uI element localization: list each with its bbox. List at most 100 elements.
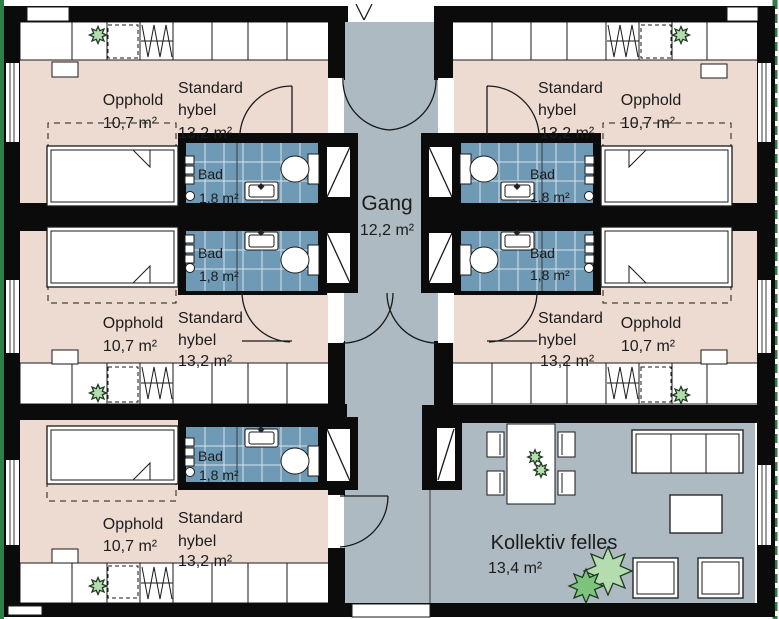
- room-area: 10,7 m²: [103, 538, 158, 555]
- door-opening: [438, 293, 454, 343]
- coffee-table: [669, 494, 723, 534]
- sink-icon: [244, 181, 279, 201]
- window: [6, 6, 771, 616]
- room-label-opphold: Opphold: [621, 315, 682, 332]
- appliance-box: [640, 366, 672, 403]
- room-label-gang: Gang: [361, 192, 412, 215]
- room-area: 13,2 m²: [540, 125, 595, 142]
- dining-chair: [557, 431, 576, 458]
- bathrooms: [184, 143, 595, 482]
- door-opening: [328, 78, 344, 133]
- room-area: 10,7 m²: [621, 338, 676, 355]
- room-labels: Opphold 10,7 m² Standard hybel 13,2 m² O…: [103, 80, 682, 577]
- room-area: 13,4 m²: [488, 560, 543, 577]
- door-swing: [342, 292, 394, 344]
- shelf: [51, 349, 79, 365]
- faucet-icon: [257, 183, 265, 190]
- room-area: 1,8 m²: [199, 190, 239, 206]
- shower-icon: [584, 234, 595, 273]
- plant-icon: [88, 576, 108, 596]
- shower-icon: [584, 155, 595, 201]
- blanket-fold: [131, 461, 151, 481]
- wardrobe-notches: [51, 61, 728, 564]
- armchair: [632, 557, 679, 599]
- room-area: 1,8 m²: [530, 189, 570, 205]
- dining-chair: [557, 470, 576, 496]
- room-label-hybel: hybel: [178, 102, 216, 119]
- room-label-hybel: Standard: [178, 310, 243, 327]
- door-swing: [241, 291, 292, 343]
- common-room: [429, 423, 744, 605]
- faucet-icon: [257, 229, 265, 236]
- shower-icon: [184, 155, 195, 201]
- room-label-hybel: hybel: [538, 102, 576, 119]
- dining-table: [506, 423, 556, 505]
- door-opening: [328, 293, 344, 343]
- bed: [46, 425, 179, 485]
- kitchen-counter: [19, 562, 331, 604]
- kitchen-counter: [19, 362, 331, 405]
- wall-interior: [422, 405, 758, 423]
- blanket-fold: [131, 149, 151, 169]
- room-area: 12,2 m²: [360, 222, 415, 239]
- room-label-hybel: hybel: [178, 332, 216, 349]
- room-area: 13,2 m²: [540, 353, 595, 370]
- door-panel: [428, 232, 453, 284]
- sink-icon: [500, 181, 535, 201]
- toilet-icon: [280, 445, 320, 477]
- wall-interior: [20, 203, 178, 231]
- room-label-hybel: hybel: [538, 332, 576, 349]
- shelf: [700, 349, 728, 365]
- room-label-bad: Bad: [530, 245, 555, 261]
- room-area: 1,8 m²: [199, 268, 239, 284]
- bathroom: [184, 426, 320, 482]
- room-area: 1,8 m²: [530, 267, 570, 283]
- door-swing: [339, 495, 389, 548]
- door-opening: [438, 78, 454, 133]
- bed: [46, 145, 179, 207]
- bed: [600, 226, 733, 288]
- door-panel: [428, 146, 453, 198]
- room-label-opphold: Opphold: [103, 92, 164, 109]
- room-area: 13,2 m²: [178, 125, 233, 142]
- site-boundary-left: [0, 0, 4, 619]
- door-panel: [326, 232, 351, 284]
- bed: [600, 145, 733, 207]
- room-area: 10,7 m²: [621, 115, 676, 132]
- room-label-opphold: Opphold: [103, 315, 164, 332]
- blanket-fold: [628, 149, 648, 169]
- faucet-icon: [257, 426, 265, 433]
- beds: [46, 145, 733, 485]
- room-area: 10,7 m²: [103, 338, 158, 355]
- faucet-icon: [513, 183, 521, 190]
- wall-interior: [601, 203, 759, 231]
- room-label-bad: Bad: [198, 448, 223, 464]
- room-label-hybel: hybel: [178, 533, 216, 550]
- kitchen-counters: [19, 21, 760, 604]
- wall-corridor-left: [328, 548, 345, 603]
- doors: [239, 77, 540, 548]
- plant-icon: [671, 385, 691, 405]
- wall-corridor-left: [328, 490, 345, 496]
- shower-icon: [184, 437, 195, 477]
- dining-chair: [486, 431, 505, 458]
- door-panel: [326, 428, 351, 482]
- door-panel: [437, 428, 455, 481]
- sink-icon: [244, 426, 279, 448]
- zone-outline: [47, 122, 177, 205]
- wall-corridor-left: [328, 6, 345, 80]
- sink-icon: [500, 229, 535, 251]
- shower-icon: [184, 234, 195, 273]
- bathroom: [184, 229, 320, 291]
- room-label-hybel: Standard: [178, 510, 243, 527]
- dining-chair: [486, 470, 505, 496]
- room-label-hybel: Standard: [538, 310, 603, 327]
- bathroom-doors: [326, 146, 455, 482]
- wall-corridor-right: [434, 6, 453, 80]
- room-label-kollektiv: Kollektiv felles: [491, 532, 618, 554]
- room-area: 10,7 m²: [103, 115, 158, 132]
- room-area: 1,8 m²: [199, 467, 239, 483]
- appliance-box: [640, 24, 672, 59]
- room-label-opphold: Opphold: [103, 516, 164, 533]
